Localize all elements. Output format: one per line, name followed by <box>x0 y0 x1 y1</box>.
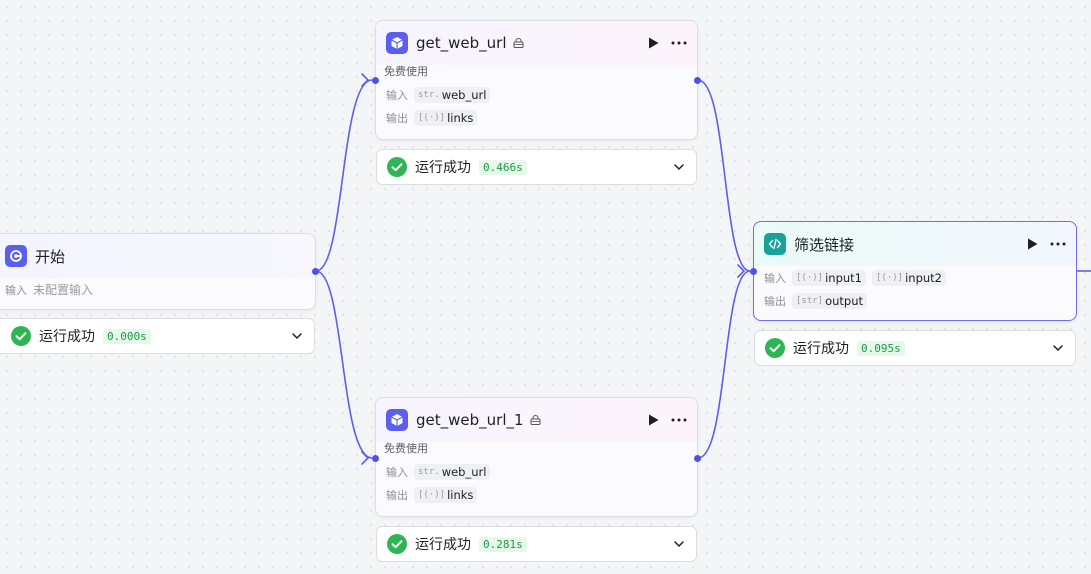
wire-get-web-url-to-filter <box>697 79 751 272</box>
output-label: 输出 <box>764 294 786 308</box>
start-input-label: 输入 <box>5 283 27 297</box>
cube-icon <box>386 32 408 54</box>
input-param-web-url: str. web_url <box>414 86 491 103</box>
get-web-url-1-title: get_web_url_1 <box>416 411 524 429</box>
get-web-url-1-header: get_web_url_1 <box>376 398 697 442</box>
get-web-url-1-duration-badge: 0.281s <box>479 536 527 552</box>
get-web-url-output-row: 输出 [(·)] links <box>376 106 697 129</box>
param-name: input2 <box>905 270 942 285</box>
filter-links-node[interactable]: 筛选链接 输入 [(·)] input1 [(·)] input2 输出 [st… <box>753 221 1077 321</box>
input-param-input1: [(·)] input1 <box>792 269 866 286</box>
type-tag: [(·)] <box>418 112 446 123</box>
get-web-url-1-status-bar[interactable]: 运行成功 0.281s <box>376 526 697 562</box>
start-icon <box>5 245 27 267</box>
input-param-input2: [(·)] input2 <box>872 269 946 286</box>
filter-links-header: 筛选链接 <box>754 222 1076 266</box>
param-name: links <box>447 110 474 125</box>
filter-input-row: 输入 [(·)] input1 [(·)] input2 <box>754 266 1076 289</box>
output-param-links: [(·)] links <box>414 109 478 126</box>
param-name: web_url <box>441 87 487 102</box>
input-param-web-url: str. web_url <box>414 463 491 480</box>
get-web-url-header: get_web_url <box>376 21 697 65</box>
output-label: 输出 <box>386 488 408 502</box>
param-name: links <box>447 487 474 502</box>
start-output-port[interactable] <box>312 268 319 275</box>
input-label: 输入 <box>764 271 786 285</box>
filter-links-status-bar[interactable]: 运行成功 0.095s <box>754 330 1076 366</box>
play-icon[interactable] <box>648 414 659 426</box>
output-param-output: [str] output <box>792 292 868 309</box>
get-web-url-title: get_web_url <box>416 34 507 52</box>
lock-icon <box>513 38 524 48</box>
get-web-url-1-input-row: 输入 str. web_url <box>376 460 697 483</box>
chevron-down-icon[interactable] <box>1051 341 1065 355</box>
param-name: web_url <box>441 464 487 479</box>
arrow-get-web-url <box>361 73 370 87</box>
get-web-url-node[interactable]: get_web_url 免费使用 输入 str. web_url 输出 [(·)… <box>375 20 698 140</box>
get-web-url-1-note: 免费使用 <box>384 442 428 455</box>
get-web-url-1-output-port[interactable] <box>694 455 701 462</box>
check-circle-icon <box>765 338 785 358</box>
code-icon <box>764 233 786 255</box>
get-web-url-duration-badge: 0.466s <box>479 159 527 175</box>
get-web-url-input-row: 输入 str. web_url <box>376 83 697 106</box>
cube-icon <box>386 409 408 431</box>
play-icon[interactable] <box>1027 238 1038 250</box>
param-name: output <box>825 293 864 308</box>
get-web-url-1-node[interactable]: get_web_url_1 免费使用 输入 str. web_url 输出 [(… <box>375 397 698 517</box>
chevron-down-icon[interactable] <box>672 160 686 174</box>
get-web-url-note: 免费使用 <box>384 65 428 78</box>
start-duration-badge: 0.000s <box>103 328 151 344</box>
chevron-down-icon[interactable] <box>672 537 686 551</box>
start-input-row: 输入 未配置输入 <box>0 278 315 301</box>
get-web-url-status-bar[interactable]: 运行成功 0.466s <box>376 149 697 185</box>
type-tag: [(·)] <box>796 272 824 283</box>
wire-get-web-url-1-to-filter <box>697 270 751 459</box>
start-status-bar[interactable]: 运行成功 0.000s <box>0 318 315 354</box>
get-web-url-input-port[interactable] <box>372 77 379 84</box>
get-web-url-status-text: 运行成功 <box>415 160 471 176</box>
filter-links-duration-badge: 0.095s <box>857 340 905 356</box>
more-icon[interactable] <box>1050 242 1066 246</box>
get-web-url-1-status-text: 运行成功 <box>415 537 471 553</box>
type-tag: [(·)] <box>876 272 904 283</box>
input-label: 输入 <box>386 465 408 479</box>
get-web-url-output-port[interactable] <box>694 77 701 84</box>
type-tag: str. <box>418 89 440 100</box>
type-tag: [(·)] <box>418 489 446 500</box>
start-node-title: 开始 <box>35 247 66 266</box>
filter-links-status-text: 运行成功 <box>793 341 849 357</box>
play-icon[interactable] <box>648 37 659 49</box>
wire-start-to-get-web-url <box>315 79 373 272</box>
output-label: 输出 <box>386 111 408 125</box>
lock-icon <box>530 415 541 425</box>
check-circle-icon <box>11 326 31 346</box>
wire-start-to-get-web-url-1 <box>315 270 373 459</box>
filter-output-row: 输出 [str] output <box>754 289 1076 312</box>
check-circle-icon <box>387 157 407 177</box>
chevron-down-icon[interactable] <box>290 329 304 343</box>
type-tag: str. <box>418 466 440 477</box>
input-label: 输入 <box>386 88 408 102</box>
type-tag: [str] <box>796 295 824 306</box>
check-circle-icon <box>387 534 407 554</box>
get-web-url-1-input-port[interactable] <box>372 455 379 462</box>
param-name: input1 <box>825 270 862 285</box>
start-node-header: 开始 <box>0 234 315 278</box>
arrow-get-web-url-1 <box>361 451 370 465</box>
more-icon[interactable] <box>671 418 687 422</box>
start-node[interactable]: 开始 输入 未配置输入 <box>0 233 316 310</box>
start-input-value: 未配置输入 <box>33 283 94 297</box>
filter-links-title: 筛选链接 <box>794 235 855 254</box>
filter-input-port[interactable] <box>750 268 757 275</box>
get-web-url-1-output-row: 输出 [(·)] links <box>376 483 697 506</box>
start-status-text: 运行成功 <box>39 329 95 345</box>
arrow-filter <box>737 264 746 278</box>
output-param-links: [(·)] links <box>414 486 478 503</box>
more-icon[interactable] <box>671 41 687 45</box>
